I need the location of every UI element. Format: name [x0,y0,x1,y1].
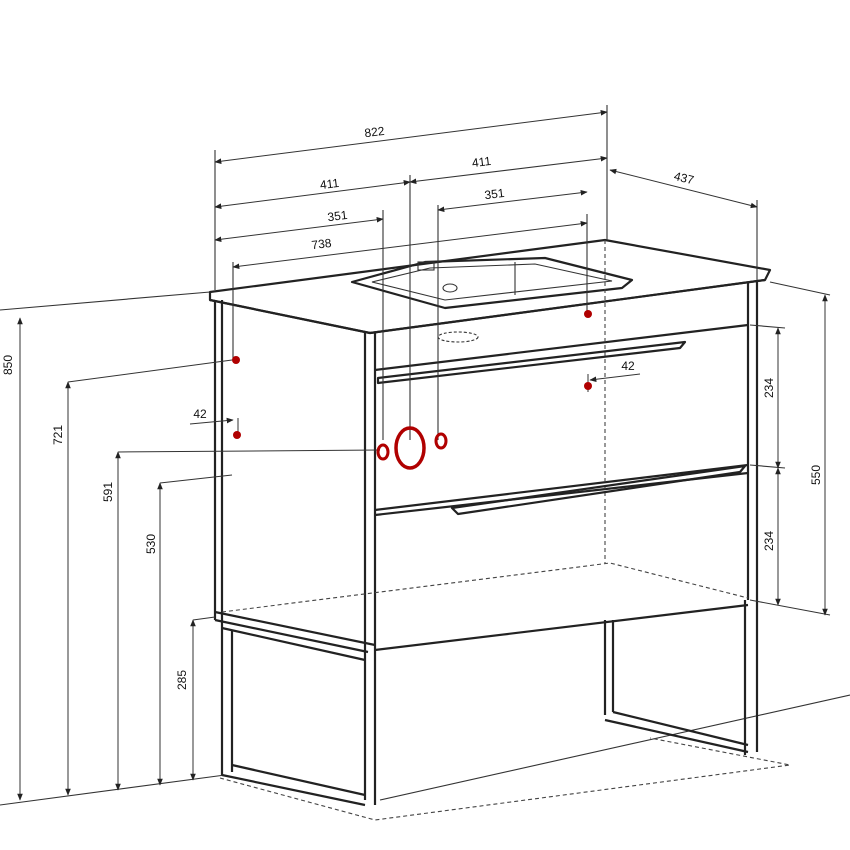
water-inlet-lower-right-marker [584,382,592,390]
dimension-lines [17,110,828,801]
pipe-offset-left-label: 42 [193,407,207,421]
right-offset-label: 351 [484,186,506,202]
water-inlet-upper-right-marker [584,310,592,318]
inner-width-label: 738 [311,236,333,252]
depth-label: 437 [673,169,696,188]
left-offset-label: 351 [327,208,349,224]
total-height-label: 850 [1,355,15,375]
height-530-label: 530 [144,534,158,554]
water-inlet-lower-left-marker [233,431,241,439]
dimension-labels: 822 411 411 351 351 738 437 850 721 591 … [1,124,823,690]
water-inlet-upper-left-marker [232,356,240,364]
overall-width-label: 822 [364,124,386,140]
cabinet-body [213,240,759,805]
body-height-label: 550 [809,465,823,485]
left-half-label: 411 [319,176,340,192]
height-591-label: 591 [101,482,115,502]
height-285-label: 285 [175,670,189,690]
floor-lines [0,694,850,821]
drawer-upper-height-label: 234 [762,378,776,398]
pipe-offset-right-label: 42 [621,359,635,373]
service-markers [232,310,592,470]
drawer-lower-height-label: 234 [762,531,776,551]
frame-legs [220,600,749,807]
right-supply-pipe-marker [434,432,448,450]
left-supply-pipe-marker [376,443,390,461]
countertop [208,238,772,335]
drawer-handles [376,340,747,516]
right-half-label: 411 [471,154,492,170]
wall-line [0,291,211,311]
height-721-label: 721 [51,425,65,445]
drain-pipe-marker [394,426,426,470]
